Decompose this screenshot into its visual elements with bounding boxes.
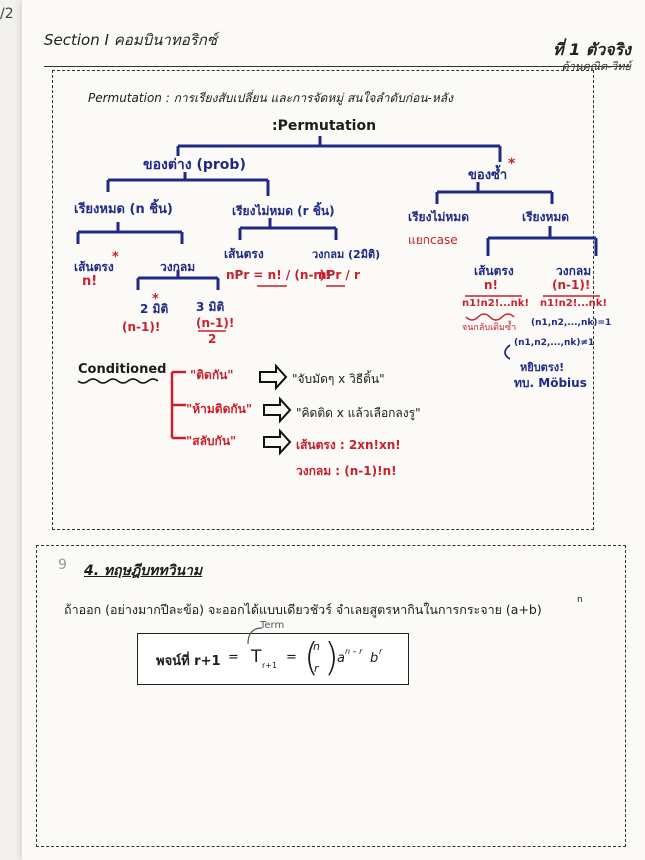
rep-circle-denominator: n1!n2!...nk! <box>540 298 608 309</box>
star-mark: * <box>152 292 159 307</box>
cond-desc: เส้นตรง : 2xn!xn! <box>296 438 401 452</box>
three-d-denominator: 2 <box>208 332 217 346</box>
binom-r: r <box>314 662 319 675</box>
partial-circle-formula: nPr / r <box>318 268 360 282</box>
rep-line-numerator: n! <box>484 278 499 292</box>
partial-line-formula: nPr = n! / (n-r)! <box>226 268 331 282</box>
term-subscript: r+1 <box>262 661 278 670</box>
header-rule <box>44 66 631 67</box>
binom-paren-right: ) <box>324 635 339 679</box>
rep-circle-numerator: (n-1)! <box>552 278 591 292</box>
binomial-sentence: ถ้าออก (อย่างมากปีละข้อ) จะออกได้แบบเดีย… <box>64 602 542 617</box>
line-value: n! <box>82 274 98 289</box>
formula-label: พจน์ที่ r+1 <box>156 654 221 669</box>
rep-circle-condition-2: (n1,n2,...,nk)≠1 <box>514 338 595 348</box>
section-number: 9 <box>58 557 67 573</box>
binomial-exponent: n <box>577 595 583 605</box>
equals-sign: = <box>228 650 239 665</box>
exp-b: r <box>379 647 383 656</box>
conditioned-label: Conditioned <box>78 362 167 377</box>
node-line: เส้นตรง <box>74 260 114 274</box>
exp-a: n – r <box>345 647 363 656</box>
rep-line-note: จนกลับเดิมซ้ำ <box>462 323 517 333</box>
notebook-page <box>22 0 645 860</box>
rep-partial-note: แยกcase <box>408 233 458 247</box>
binom-n: n <box>313 640 320 653</box>
rep-circle-note-2: ทบ. Möbius <box>514 376 587 390</box>
base-b: b <box>370 651 379 666</box>
rep-circle-condition: (n1,n2,...,nk)=1 <box>531 318 612 328</box>
cond-desc: "คิดติด x แล้วเลือกลงรู" <box>296 406 421 420</box>
cond-label: "สลับกัน" <box>186 434 237 448</box>
three-d-numerator: (n-1)! <box>196 316 235 330</box>
node-repeated: ของซ้ำ <box>468 168 508 183</box>
rep-line-denominator: n1!n2!...nk! <box>462 298 530 309</box>
node-rep-partial: เรียงไม่หมด <box>408 210 469 224</box>
cond-desc: "จับมัดๆ x วิธีติ้น" <box>292 372 385 386</box>
permutation-heading: Permutation : การเรียงสับเปลี่ยน และการจ… <box>88 91 454 105</box>
term-note: Term <box>260 620 285 631</box>
node-rep-circle: วงกลม <box>556 264 592 278</box>
cond-label: "ติดกัน" <box>190 368 234 382</box>
binomial-title: 4. ทฤษฎีบททวินาม <box>84 563 203 579</box>
node-3d: 3 มิติ <box>196 300 225 314</box>
cond-desc: วงกลม : (n-1)!n! <box>296 464 397 478</box>
node-all-distinct: เรียงหมด (n ชิ้น) <box>74 202 173 217</box>
root-node: :Permutation <box>272 118 377 134</box>
star-mark: * <box>112 250 119 265</box>
node-2d: 2 มิติ <box>140 302 169 316</box>
formula-box: พจน์ที่ r+1 = T r+1 = ( n r ) a n – r b … <box>137 633 409 685</box>
binomial-box <box>36 545 626 847</box>
node-partial-distinct: เรียงไม่หมด (r ชิ้น) <box>232 204 335 218</box>
section-title: Section I คอมบินาทอริกซ์ <box>44 31 218 49</box>
base-a: a <box>337 651 345 666</box>
node-partial-line: เส้นตรง <box>224 247 264 261</box>
rep-circle-note-1: หยิบตรง! <box>520 361 565 374</box>
cond-label: "ห้ามติดกัน" <box>186 402 253 416</box>
edge-page-number: /2 <box>0 6 14 22</box>
binom-paren-left: ( <box>304 635 319 679</box>
node-partial-circle: วงกลม (2มิติ) <box>312 248 381 261</box>
brand-main: ที่ 1 ตัวจริง <box>553 40 631 59</box>
term-symbol: T <box>251 647 262 667</box>
star-mark: * <box>508 156 516 172</box>
node-circle: วงกลม <box>160 260 196 274</box>
equals-sign: = <box>286 650 297 665</box>
permutation-box <box>52 70 594 530</box>
node-rep-all: เรียงหมด <box>522 210 570 224</box>
node-rep-line: เส้นตรง <box>474 264 514 278</box>
node-distinct: ของต่าง (prob) <box>143 157 246 173</box>
two-d-value: (n-1)! <box>122 320 161 334</box>
